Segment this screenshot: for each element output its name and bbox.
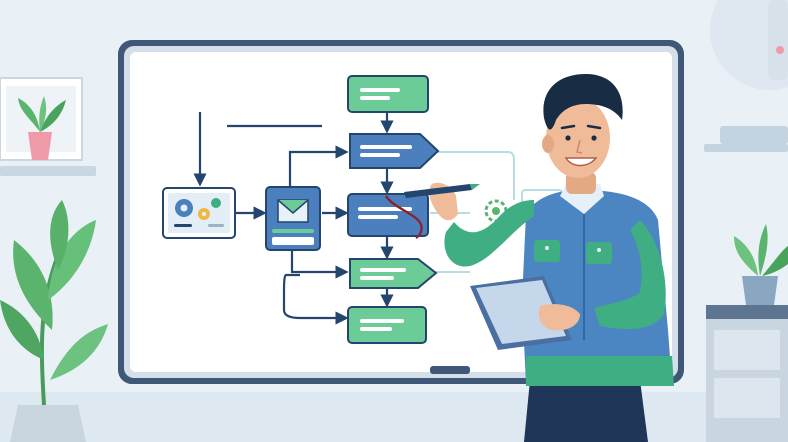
flowchart-node-process-1 (349, 133, 440, 169)
connector-mail-down (290, 250, 349, 279)
background-floor-shade (0, 392, 788, 442)
tablet-icon (470, 276, 572, 350)
flowchart-node-process-2 (347, 193, 429, 237)
person-pants (524, 380, 648, 442)
envelope-icon (277, 199, 309, 223)
wall-lamp (768, 0, 788, 80)
potted-plant-icon (0, 200, 108, 442)
cabinet (706, 305, 788, 442)
flowchart-connectors (193, 112, 394, 325)
flowchart-node-decision (349, 258, 438, 289)
person-shirt-hem (526, 356, 674, 386)
flowchart-node-end (347, 306, 427, 344)
gears-card (162, 187, 236, 239)
email-card (265, 186, 321, 251)
wall-shelf-right (704, 126, 788, 152)
wall-shelf-left (0, 166, 96, 176)
connector-mail-up (288, 145, 349, 187)
gears-icon (175, 198, 221, 220)
marker-stroke (384, 195, 423, 239)
flowchart-node-start (347, 75, 429, 113)
marker-pen-icon (404, 184, 480, 198)
whiteboard-marker-tray (430, 366, 470, 374)
small-potted-plant (734, 224, 788, 305)
person (404, 74, 674, 442)
connector-loop-bottom (282, 273, 349, 325)
lamp-dot (776, 46, 784, 54)
wall-picture-frame (0, 77, 83, 161)
person-hair (543, 74, 623, 130)
person-raised-arm (444, 200, 534, 267)
